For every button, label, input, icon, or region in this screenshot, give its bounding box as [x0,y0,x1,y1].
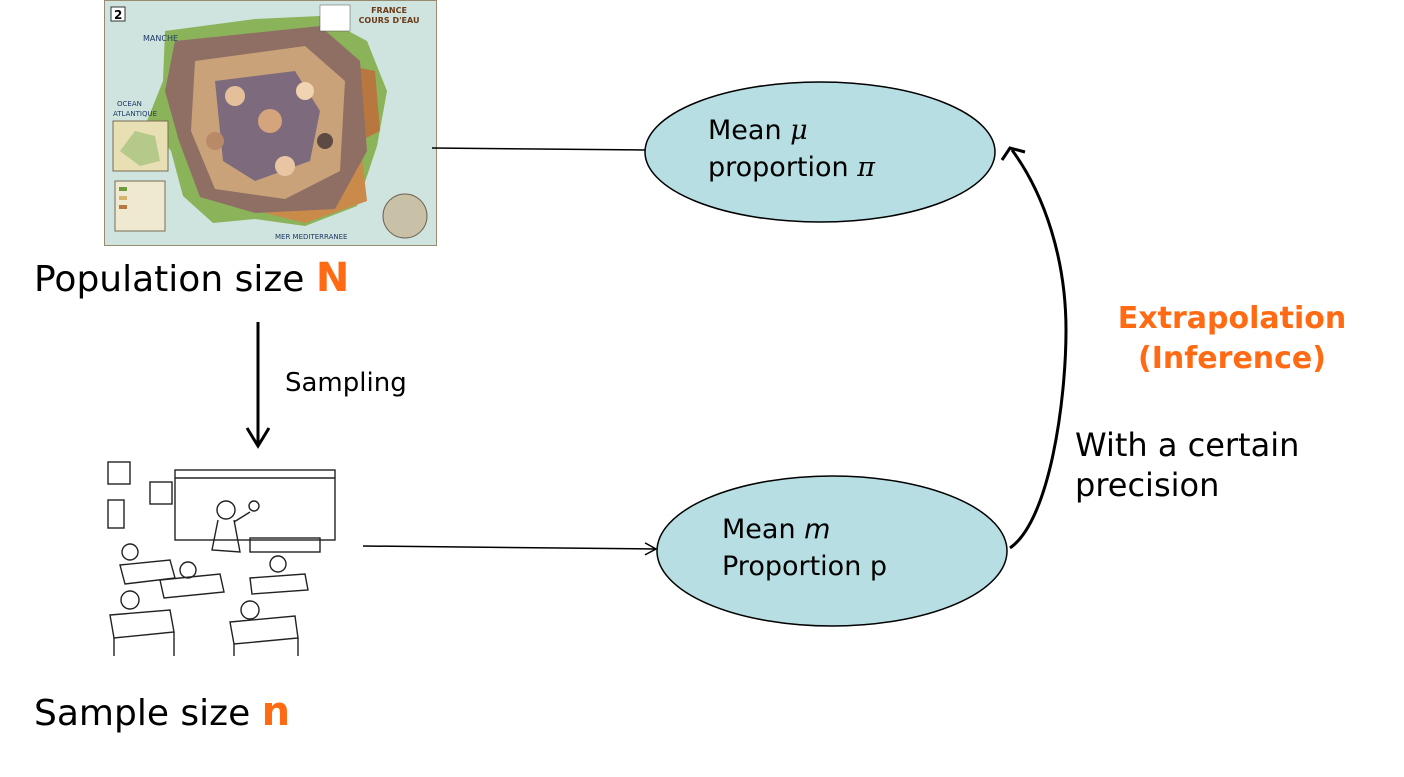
population-map-image: 2 FRANCE COURS D'EAU MANCHE OCEAN ATLANT… [104,0,437,246]
sample-mean-line: Mean m [722,511,887,548]
population-mean-line: Mean μ [708,112,875,149]
population-mean-symbol: μ [790,115,808,146]
population-size-text: Population size [34,259,316,300]
sample-mean-label: Mean [722,514,805,545]
map-label-manche: MANCHE [143,34,178,43]
sample-size-symbol: n [261,689,291,735]
sample-proportion-label: Proportion p [722,551,888,582]
map-title: FRANCE [371,6,407,15]
population-size-label: Population size N [34,254,349,302]
map-label-atlantique: ATLANTIQUE [113,110,157,118]
sampling-arrow [245,322,271,449]
classroom-image [100,460,336,658]
population-parameters-ellipse [644,81,996,223]
population-proportion-label: proportion [708,152,858,183]
sample-size-label: Sample size n [34,688,290,736]
map-subtitle: COURS D'EAU [359,16,420,25]
population-mean-label: Mean [708,115,791,146]
population-size-symbol: N [315,255,350,301]
population-proportion-line: proportion π [708,149,875,186]
inference-label: Extrapolation (Inference) [1092,299,1372,379]
sample-size-text: Sample size [34,693,262,734]
population-connector-line [431,147,646,151]
population-parameters-text: Mean μ proportion π [708,112,875,186]
inference-label-line2: (Inference) [1138,341,1326,376]
sample-statistics-text: Mean m Proportion p [722,511,887,585]
precision-label-line1: With a certain [1075,426,1300,464]
sample-mean-symbol: m [804,514,831,545]
precision-label: With a certain precision [1075,425,1299,505]
inference-arrow [1000,146,1068,550]
map-label-mer: MER MEDITERRANEE [275,233,347,241]
population-proportion-symbol: π [857,152,875,183]
sampling-label: Sampling [285,368,407,398]
sample-connector-arrow [362,542,658,556]
map-card-number: 2 [114,8,122,22]
precision-label-line2: precision [1075,466,1220,504]
map-label-ocean: OCEAN [117,100,142,108]
inference-label-line1: Extrapolation [1117,301,1347,336]
